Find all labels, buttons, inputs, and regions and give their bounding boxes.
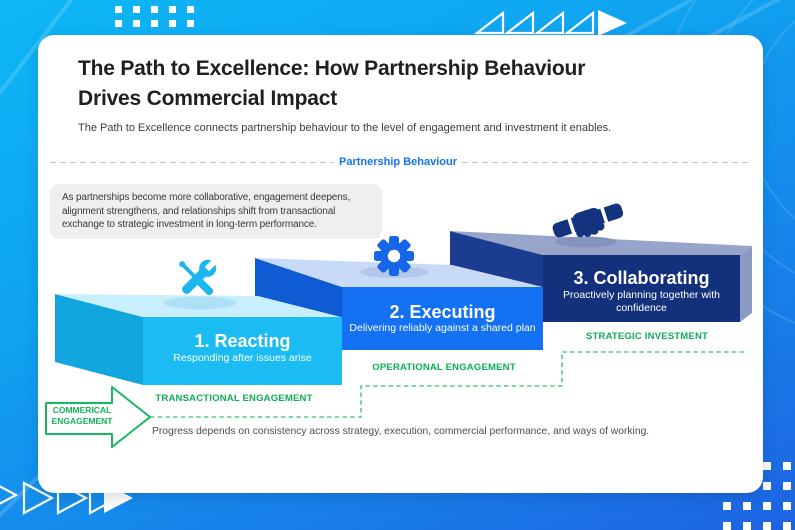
page-title-line2: Drives Commercial Impact <box>78 87 337 110</box>
page-title-line1: The Path to Excellence: How Partnership … <box>78 57 586 80</box>
step3-description: Proactively planning together with confi… <box>563 289 721 314</box>
page-subtitle: The Path to Excellence connects partners… <box>78 122 612 134</box>
operational-engagement-label: OPERATIONAL ENGAGEMENT <box>372 362 516 373</box>
partnership-behaviour-label: Partnership Behaviour <box>339 156 457 168</box>
step1-description: Responding after issues arise <box>173 352 312 364</box>
transactional-engagement-label: TRANSACTIONAL ENGAGEMENT <box>155 393 313 404</box>
arrow-label-line1: COMMERICAL <box>52 405 112 415</box>
intro-note-box: As partnerships become more collaborativ… <box>50 184 382 239</box>
step3-title: 3. Collaborating <box>573 268 710 288</box>
step2-description: Delivering reliably against a shared pla… <box>349 322 536 334</box>
step2-title: 2. Executing <box>389 302 496 322</box>
triangle-row-top-right <box>473 10 627 36</box>
strategic-investment-label: STRATEGIC INVESTMENT <box>585 331 709 342</box>
commercial-engagement-arrow-label: COMMERICAL ENGAGEMENT <box>49 405 115 426</box>
arrow-label-line2: ENGAGEMENT <box>51 415 113 426</box>
step1-title: 1. Reacting <box>194 331 291 351</box>
dot-grid-top-left <box>115 6 194 27</box>
footer-note: Progress depends on consistency across s… <box>152 426 650 437</box>
